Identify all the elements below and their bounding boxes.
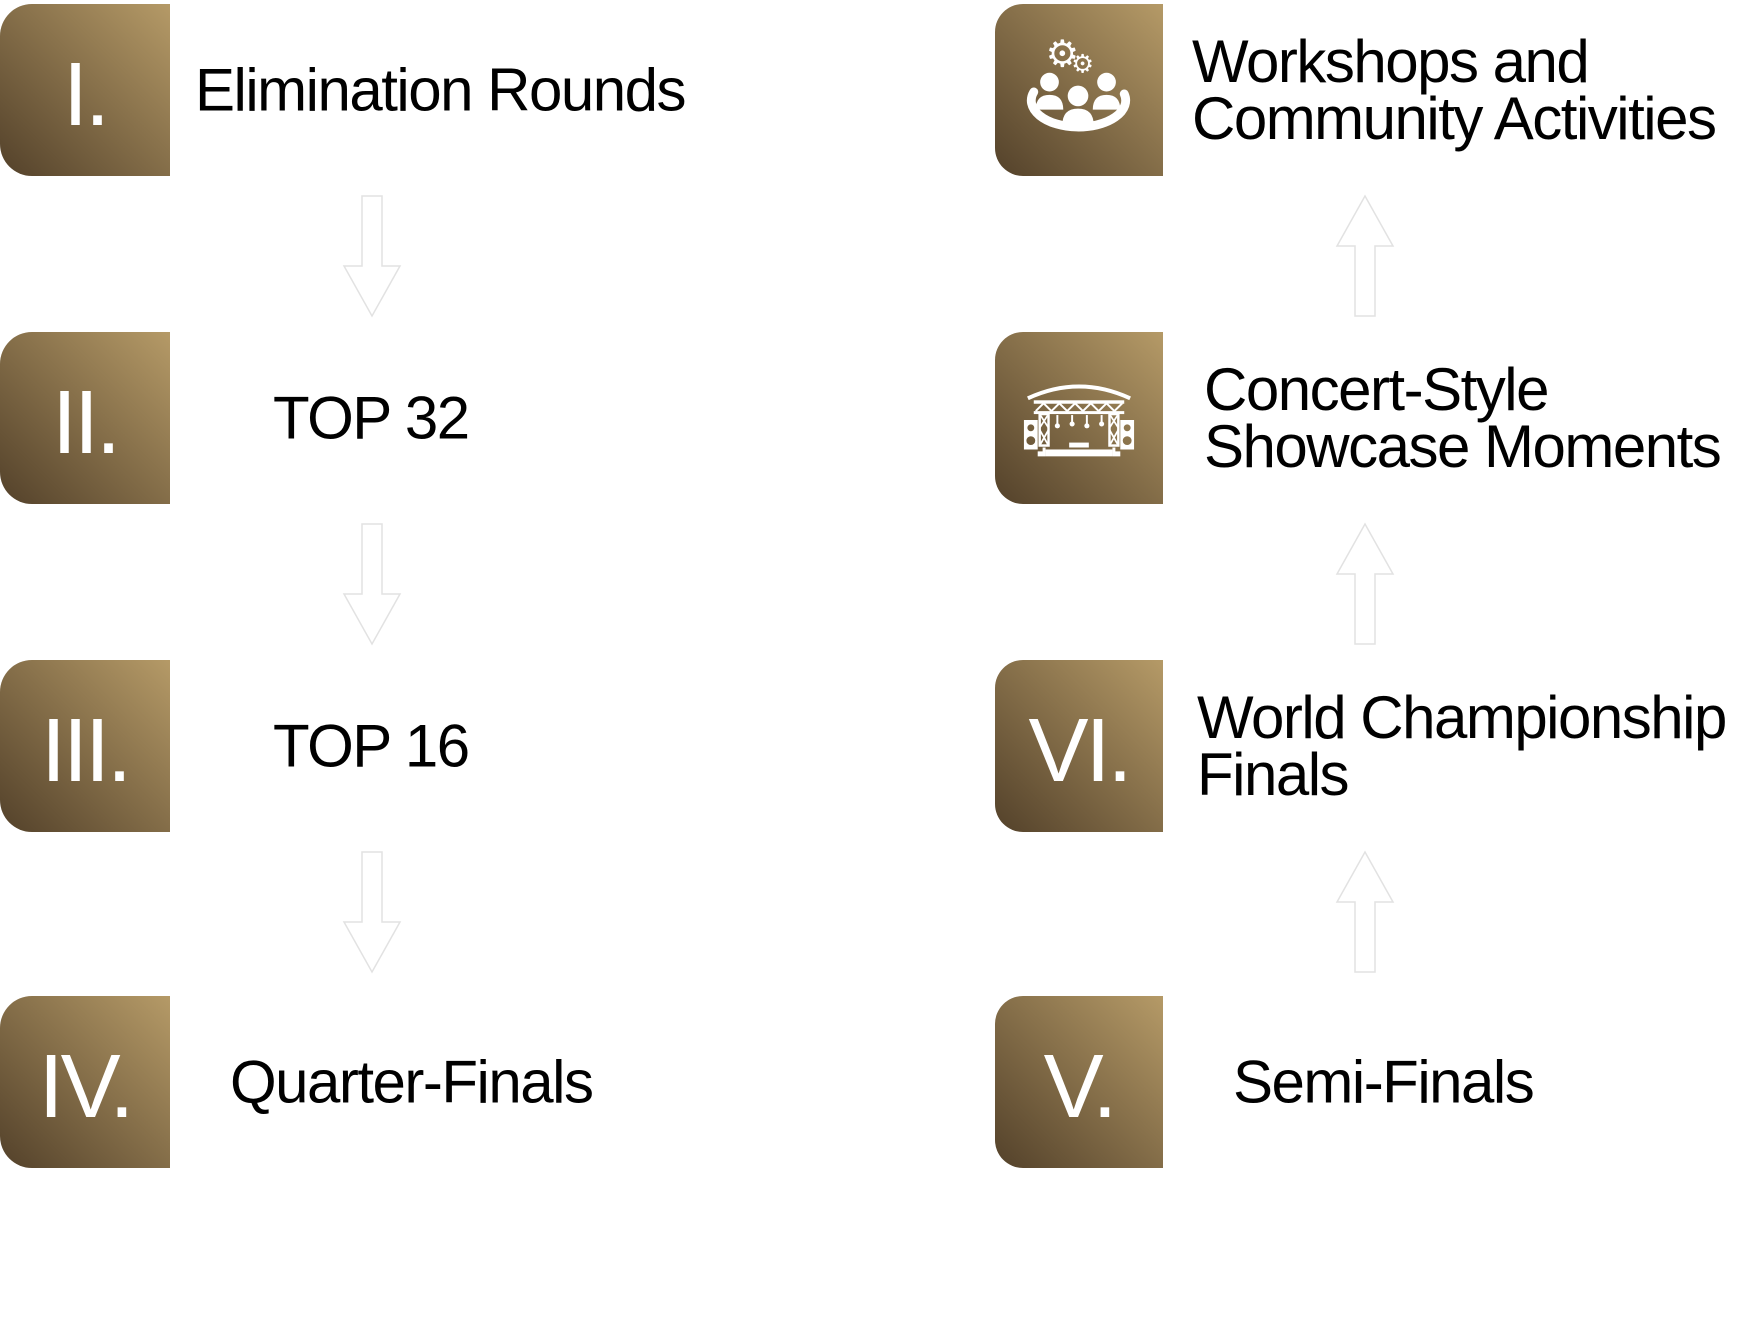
roman-numeral-3: III.: [40, 701, 132, 801]
label-elimination-rounds: Elimination Rounds: [195, 56, 686, 124]
step-box-semi-finals: V.: [995, 996, 1163, 1168]
label-semi-finals: Semi-Finals: [1233, 1048, 1535, 1116]
roman-numeral-5: V.: [1043, 1037, 1118, 1137]
arrow-up-icon: [1335, 194, 1395, 317]
step-box-quarter-finals: IV.: [0, 996, 170, 1168]
label-top-32: TOP 32: [273, 384, 470, 452]
stage-icon: [1023, 384, 1135, 457]
arrow-down-icon: [342, 523, 402, 646]
step-box-top-32: II.: [0, 332, 170, 504]
step-box-top-16: III.: [0, 660, 170, 832]
roman-numeral-4: IV.: [38, 1037, 135, 1137]
label-workshops: Workshops and Community Activities: [1192, 28, 1717, 152]
roman-numeral-1: I.: [62, 45, 110, 145]
arrow-up-icon: [1335, 522, 1395, 645]
label-concert: Concert-Style Showcase Moments: [1204, 356, 1722, 480]
label-quarter-finals: Quarter-Finals: [230, 1048, 594, 1116]
step-box-world-championship-finals: VI.: [995, 660, 1163, 832]
svg-text:⚙: ⚙: [1046, 31, 1080, 75]
step-box-workshops: ⚙ ⚙: [995, 4, 1163, 176]
label-top-16: TOP 16: [273, 712, 470, 780]
step-box-concert: [995, 332, 1163, 504]
step-box-elimination-rounds: I.: [0, 4, 170, 176]
roman-numeral-6: VI.: [1028, 701, 1132, 801]
svg-text:⚙: ⚙: [1071, 49, 1094, 79]
label-world-championship-finals: World Championship Finals: [1197, 684, 1727, 808]
arrow-down-icon: [342, 195, 402, 318]
roman-numeral-2: II.: [51, 373, 121, 473]
community-icon: ⚙ ⚙: [1026, 31, 1131, 132]
arrow-down-icon: [342, 851, 402, 974]
arrow-up-icon: [1335, 850, 1395, 973]
